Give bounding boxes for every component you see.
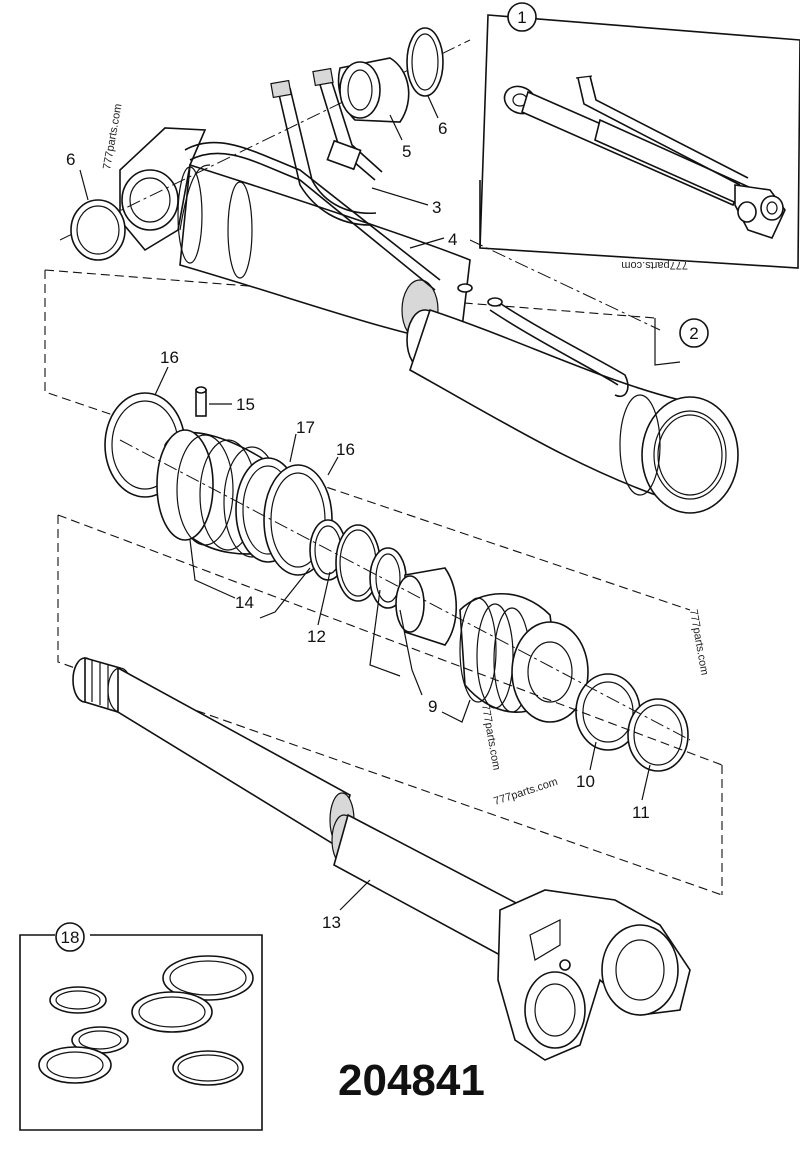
piston-rod bbox=[57, 514, 723, 1061]
callout-14: 14 bbox=[235, 593, 254, 612]
callout-1-label: 1 bbox=[517, 8, 526, 27]
piston-leaders bbox=[154, 366, 651, 801]
part-6-seal-left bbox=[70, 199, 126, 261]
part-6-seal-top bbox=[406, 27, 444, 97]
part-5-bushing bbox=[337, 57, 410, 123]
callout-17: 17 bbox=[296, 418, 315, 437]
watermark-text: 777parts.com bbox=[621, 259, 688, 271]
callout-1: 1 bbox=[507, 2, 537, 32]
upper-leaders bbox=[79, 95, 445, 249]
piston-assembly bbox=[104, 386, 691, 772]
callout-6-top: 6 bbox=[438, 119, 447, 138]
cylinder-barrel bbox=[44, 39, 739, 611]
watermark-top-left: 777parts.com bbox=[101, 103, 124, 171]
callout-4: 4 bbox=[448, 230, 457, 249]
drawing-number: 204841 bbox=[338, 1056, 485, 1105]
watermark-lower: 777parts.com bbox=[492, 776, 559, 808]
callout-18-label: 18 bbox=[61, 928, 80, 947]
inset-complete-cylinder: 777parts.com bbox=[479, 14, 800, 271]
callout-15: 15 bbox=[236, 395, 255, 414]
watermark-mid: 777parts.com bbox=[479, 703, 502, 771]
callout-10: 10 bbox=[576, 772, 595, 791]
callout-3: 3 bbox=[432, 198, 441, 217]
callout-2: 2 bbox=[654, 318, 709, 366]
callout-11: 11 bbox=[632, 803, 650, 822]
callout-12: 12 bbox=[307, 627, 326, 646]
callout-2-label: 2 bbox=[689, 324, 698, 343]
callout-16-a: 16 bbox=[160, 348, 179, 367]
callout-6-left: 6 bbox=[66, 150, 75, 169]
inset-seal-kit bbox=[19, 934, 263, 1131]
callout-16-b: 16 bbox=[336, 440, 355, 459]
callout-9: 9 bbox=[428, 697, 437, 716]
watermark-right: 777parts.com bbox=[687, 608, 710, 676]
callout-5: 5 bbox=[402, 142, 411, 161]
callout-13: 13 bbox=[322, 913, 341, 932]
callout-18: 18 bbox=[55, 922, 85, 952]
